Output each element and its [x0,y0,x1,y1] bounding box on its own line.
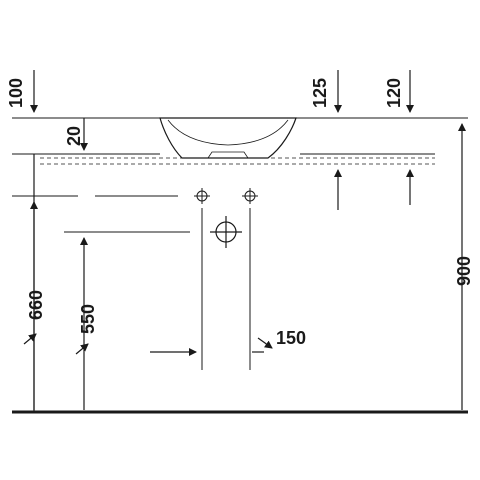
dimension-660-label: 660 [26,290,46,320]
supply-connection-left [194,188,210,204]
connection-guide-lines [12,195,251,370]
dimension-100-label: 100 [6,78,26,108]
dimension-660-arrow [23,201,38,410]
dimension-150-label: 150 [276,328,306,348]
dimension-150-arrow [150,337,273,356]
dimension-125-label: 125 [310,78,330,108]
countertop-dashed-lines [40,157,435,165]
drain-connection [210,216,242,248]
dimension-900-label: 900 [454,256,474,286]
supply-connection-right [242,188,258,204]
dimension-550-label: 550 [78,304,98,334]
dimension-550-arrow [75,237,89,410]
dimension-20-label: 20 [64,126,84,146]
dimension-120-label: 120 [384,78,404,108]
basin-bowl [159,117,297,159]
